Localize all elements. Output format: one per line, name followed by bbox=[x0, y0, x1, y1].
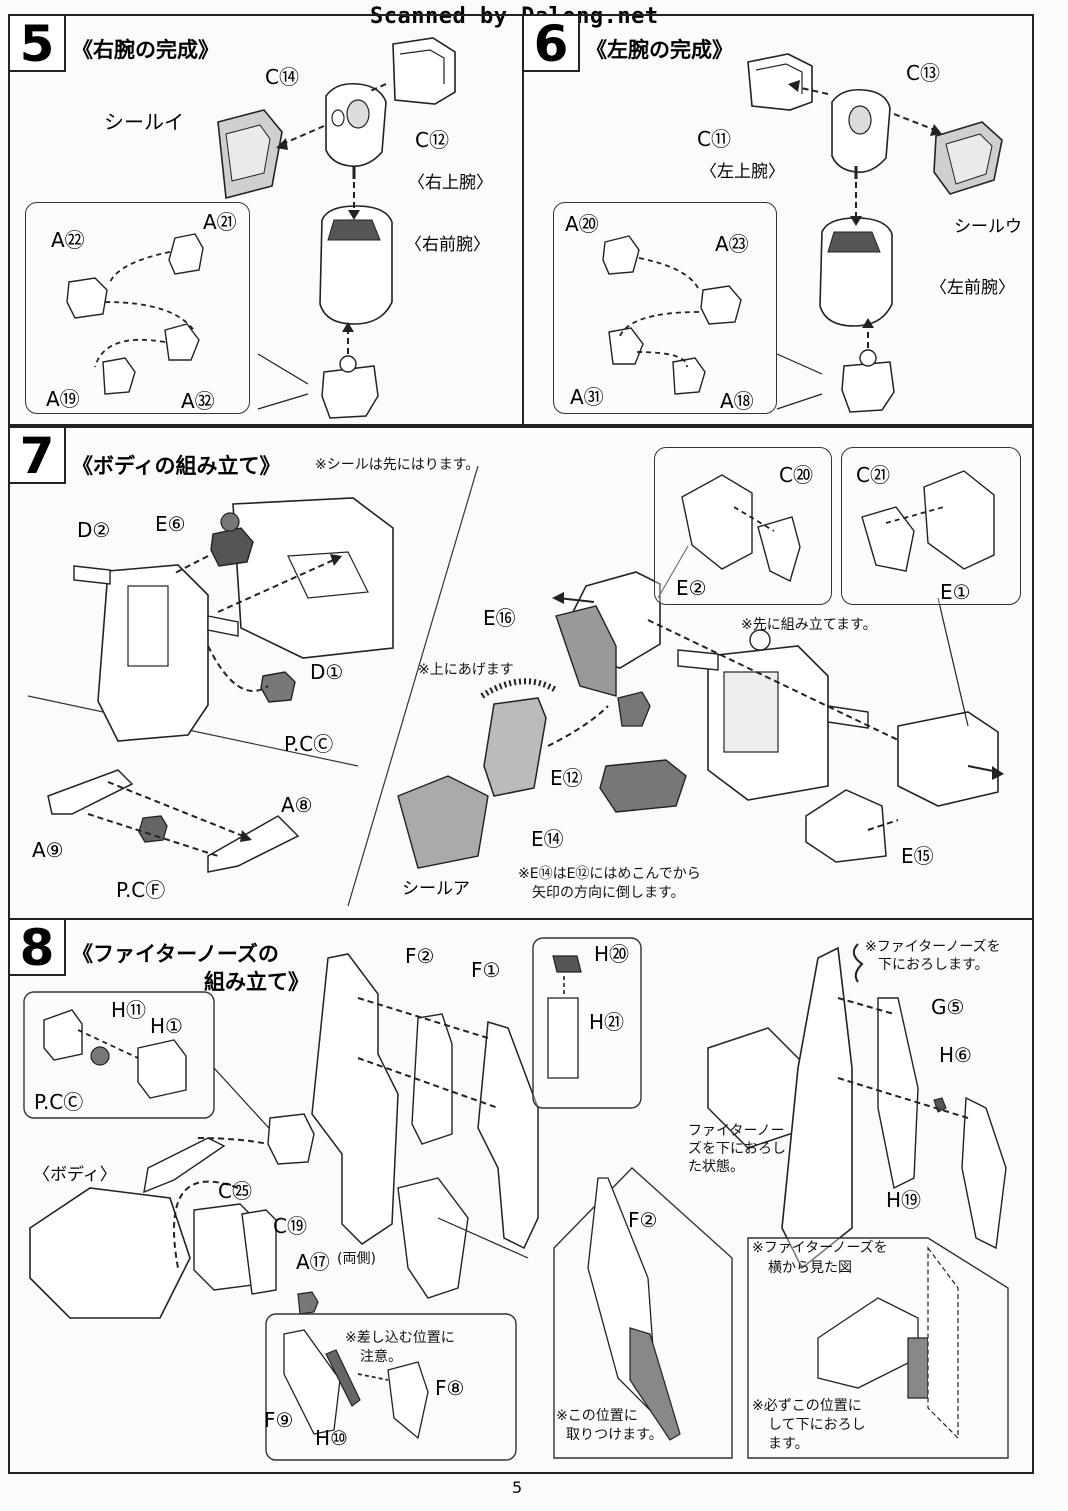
note-lowered-state-2: ズを下におろし bbox=[688, 1141, 786, 1157]
step6-hand-parts bbox=[602, 235, 742, 395]
step5-arm-drawing bbox=[217, 37, 456, 419]
label-a9: A⑨ bbox=[32, 838, 64, 862]
step5-number: 5 bbox=[10, 16, 66, 72]
note-must-position: ※必ずこの位置に bbox=[752, 1398, 862, 1414]
label-c25: C㉕ bbox=[218, 1179, 252, 1203]
label-pcf: P.CⒻ bbox=[116, 878, 166, 902]
label-g5: G⑤ bbox=[931, 995, 965, 1019]
label-right-forearm: 〈右前腕〉 bbox=[405, 235, 490, 255]
label-seal-u: シールウ bbox=[954, 217, 1022, 237]
note-must-position-2: して下におろし bbox=[768, 1417, 866, 1433]
note-lowered-state: ファイターノー bbox=[688, 1123, 785, 1139]
label-e6: E⑥ bbox=[155, 512, 186, 536]
step6-title: 《左腕の完成》 bbox=[586, 38, 733, 62]
label-e2: E② bbox=[676, 576, 707, 600]
note-side-view: ※ファイターノーズを bbox=[752, 1240, 888, 1256]
note-insert-position: ※差し込む位置に bbox=[345, 1330, 455, 1346]
step7-body-drawing bbox=[27, 465, 1004, 907]
scan-watermark: Scanned by Dalong.net bbox=[370, 4, 659, 29]
label-h19: H⑲ bbox=[886, 1188, 922, 1212]
step8-panel bbox=[8, 918, 1034, 1474]
label-d1: D① bbox=[310, 660, 344, 684]
label-h1: H① bbox=[150, 1014, 183, 1038]
label-a20: A⑳ bbox=[565, 212, 599, 236]
note-assemble-first: ※先に組み立てます。 bbox=[741, 617, 877, 633]
label-f8: F⑧ bbox=[435, 1376, 465, 1400]
note-lift-up: ※上にあげます bbox=[418, 662, 514, 678]
label-c13: C⑬ bbox=[906, 61, 940, 85]
label-a8: A⑧ bbox=[281, 793, 313, 817]
label-seal-a: シールア bbox=[402, 879, 470, 899]
step8-number: 8 bbox=[10, 920, 66, 976]
note-side-view-2: 横から見た図 bbox=[768, 1260, 852, 1276]
step5-title: 《右腕の完成》 bbox=[72, 38, 219, 62]
note-must-position-3: ます。 bbox=[768, 1436, 809, 1452]
label-pcc-step8: P.CⒸ bbox=[34, 1090, 84, 1114]
label-f9: F⑨ bbox=[264, 1408, 294, 1432]
label-body: 〈ボディ〉 bbox=[33, 1165, 117, 1185]
step8-title-line2: 組み立て》 bbox=[204, 970, 309, 994]
label-e1: E① bbox=[940, 580, 971, 604]
label-a19: A⑲ bbox=[46, 387, 80, 411]
label-h21: H㉑ bbox=[589, 1010, 625, 1034]
step6-hand-inset bbox=[553, 202, 777, 414]
page-number: 5 bbox=[512, 1478, 523, 1497]
step7-inset-parts bbox=[681, 470, 995, 583]
label-a22: A㉒ bbox=[51, 228, 85, 252]
label-h11: H⑪ bbox=[111, 998, 147, 1022]
step8-nose-drawing bbox=[23, 937, 1009, 1461]
label-e16: E⑯ bbox=[483, 606, 516, 630]
label-left-forearm: 〈左前腕〉 bbox=[930, 278, 1015, 298]
note-lower-nose: ※ファイターノーズを bbox=[865, 939, 1001, 955]
note-insert: ※E⑭はE⑫にはめこんでから bbox=[518, 866, 701, 882]
label-left-upper-arm: 〈左上腕〉 bbox=[700, 162, 785, 182]
note-attach-here: ※この位置に bbox=[556, 1408, 638, 1424]
label-e14: E⑭ bbox=[531, 827, 564, 851]
label-pcc-step7: P.CⒸ bbox=[284, 732, 334, 756]
label-seal-i: シールイ bbox=[104, 110, 184, 134]
label-c14: C⑭ bbox=[265, 65, 299, 89]
label-a18: A⑱ bbox=[720, 389, 754, 413]
step7-title: 《ボディの組み立て》 bbox=[72, 454, 281, 478]
label-c12: C⑫ bbox=[415, 128, 449, 152]
label-c21: C㉑ bbox=[856, 463, 890, 487]
label-right-upper-arm: 〈右上腕〉 bbox=[408, 173, 493, 193]
step5-hand-parts bbox=[66, 233, 204, 395]
step6-arm-drawing bbox=[747, 53, 1003, 413]
note-insert-position-2: 注意。 bbox=[360, 1349, 402, 1365]
label-h10: H⑩ bbox=[315, 1426, 348, 1450]
label-a32: A㉜ bbox=[181, 389, 215, 413]
step8-title-line1: 《ファイターノーズの bbox=[72, 942, 279, 966]
label-a21: A㉑ bbox=[203, 210, 237, 234]
label-a17: A⑰ bbox=[296, 1250, 330, 1274]
label-e12: E⑫ bbox=[550, 766, 583, 790]
label-c11: C⑪ bbox=[697, 127, 731, 151]
label-a31: A㉛ bbox=[570, 385, 604, 409]
label-a23: A㉓ bbox=[715, 232, 749, 256]
step5-hand-inset bbox=[25, 202, 250, 414]
label-d2: D② bbox=[77, 518, 111, 542]
label-f2-side: F② bbox=[628, 1208, 658, 1232]
label-h20: H⑳ bbox=[594, 942, 630, 966]
label-e15: E⑮ bbox=[901, 844, 934, 868]
step6-panel bbox=[522, 14, 1034, 426]
label-c19: C⑲ bbox=[273, 1214, 307, 1238]
step6-number: 6 bbox=[524, 16, 580, 72]
note-seal-first: ※シールは先にはります。 bbox=[315, 457, 480, 473]
label-h6: H⑥ bbox=[939, 1043, 972, 1067]
note-attach-here-2: 取りつけます。 bbox=[566, 1427, 663, 1443]
label-a17-both-sides: (両側) bbox=[337, 1251, 376, 1267]
step7-number: 7 bbox=[10, 428, 66, 484]
label-f1: F① bbox=[471, 958, 501, 982]
label-f2: F② bbox=[405, 944, 435, 968]
note-lowered-state-3: た状態。 bbox=[688, 1159, 744, 1175]
note-lower-nose-2: 下におろします。 bbox=[878, 957, 989, 973]
label-c20: C⑳ bbox=[779, 463, 813, 487]
note-insert-2: 矢印の方向に倒します。 bbox=[532, 885, 685, 901]
